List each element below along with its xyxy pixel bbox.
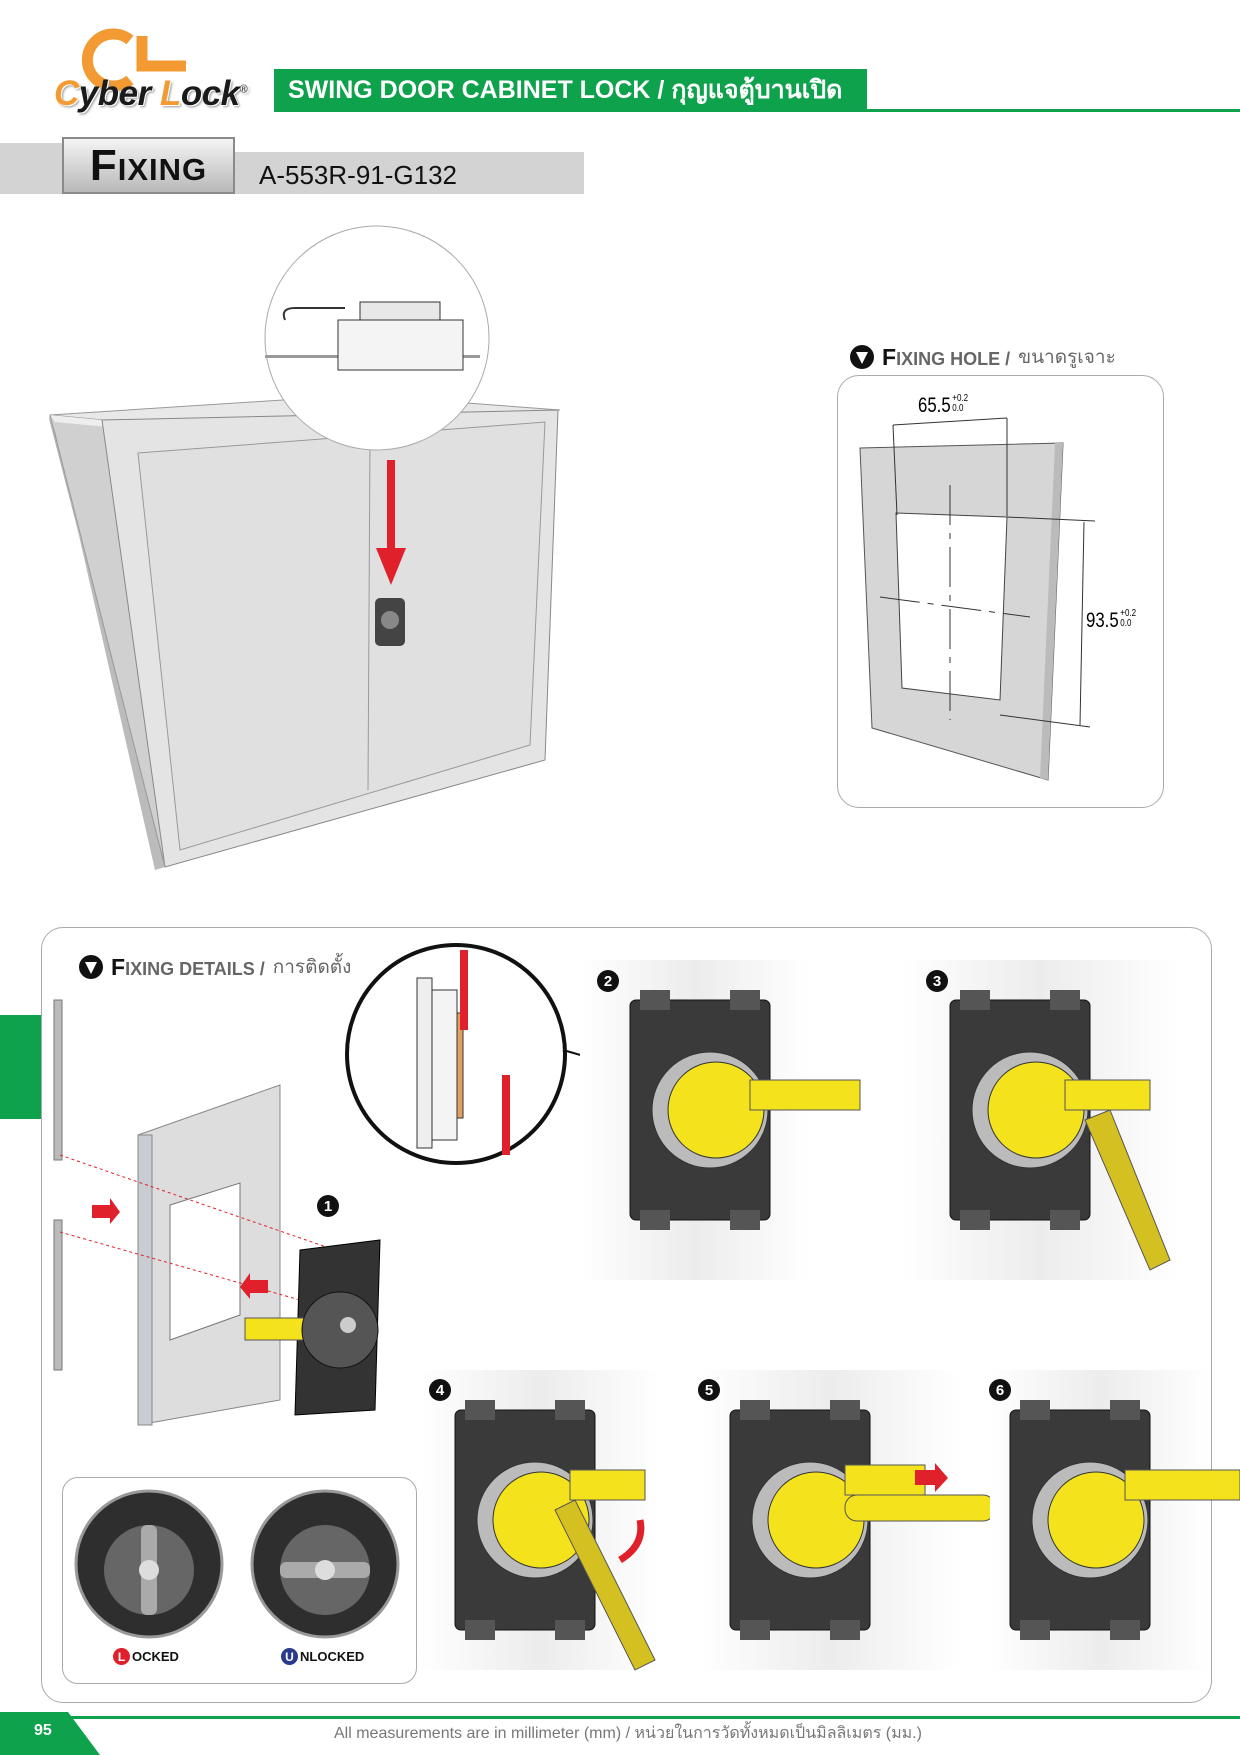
section-title: Fixing [62,137,235,194]
fixing-hole-diagram [859,417,1096,781]
step-number: 2 [597,970,619,992]
step-number: 5 [698,1379,720,1401]
cyber-lock-logo [81,28,186,92]
page-number: 95 [34,1722,52,1739]
fixing-details-title: FIXING DETAILS / การติดตั้ง [79,952,351,982]
fixing-hole-title: FIXING HOLE / ขนาดรูเจาะ [850,342,1116,372]
model-number: A-553R-91-G132 [235,152,584,194]
fixing-details-panel [41,927,1212,1703]
side-tab [0,1015,41,1119]
measurement-note: All measurements are in millimeter (mm) … [334,1725,922,1742]
step-number: 4 [429,1379,451,1401]
cabinet-illustration [49,225,561,870]
triangle-bullet-icon [850,345,874,369]
brand-name: Cyber Lock® [54,74,248,113]
lock-states-panel [62,1477,417,1684]
step-number: 6 [989,1379,1011,1401]
step-number: 1 [317,1195,339,1217]
step-number: 3 [926,970,948,992]
footer-divider [0,1716,1240,1719]
header-divider [867,109,1240,112]
fixing-hole-panel [837,375,1164,808]
triangle-bullet-icon [79,955,103,979]
page-header-title: SWING DOOR CABINET LOCK / กุญแจตู้บานเปิ… [274,69,867,112]
